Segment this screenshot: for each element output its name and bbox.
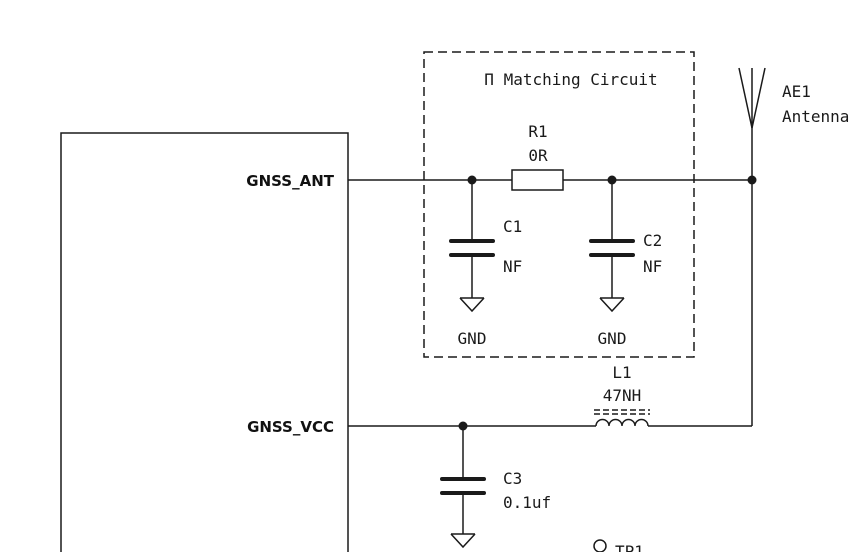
capacitor-c2: C2 NF (589, 180, 662, 298)
c2-value: NF (643, 257, 662, 276)
capacitor-c1: C1 NF (449, 180, 522, 298)
ground-symbol-c2: GND (598, 297, 627, 348)
r1-ref: R1 (528, 122, 547, 141)
c2-ref: C2 (643, 231, 662, 250)
r1-value: 0R (528, 146, 548, 165)
inductor-l1: L1 47NH (594, 363, 650, 427)
pin-label-gnss-ant: GNSS_ANT (246, 172, 334, 190)
c3-ref: C3 (503, 469, 522, 488)
l1-ref: L1 (612, 363, 631, 382)
matching-circuit-box (423, 51, 695, 358)
capacitor-c3: C3 0.1uf (440, 426, 551, 534)
ground-symbol-c1: GND (458, 297, 487, 348)
matching-circuit-title: Π Matching Circuit (484, 70, 657, 89)
c2-gnd-label: GND (598, 329, 627, 348)
ground-symbol-c3 (450, 533, 476, 549)
c1-ref: C1 (503, 217, 522, 236)
antenna-ae1: AE1 Antenna (738, 67, 849, 426)
ic-body (60, 132, 349, 552)
l1-value: 47NH (603, 386, 642, 405)
antenna-ref: AE1 (782, 82, 811, 101)
antenna-value: Antenna (782, 107, 849, 126)
c1-gnd-label: GND (458, 329, 487, 348)
tp1-ref: TP1 (615, 542, 644, 552)
pin-label-gnss-vcc: GNSS_VCC (247, 418, 334, 436)
test-point-tp1: TP1 (593, 539, 644, 552)
c3-value: 0.1uf (503, 493, 551, 512)
net-gnss-ant (348, 175, 757, 185)
net-gnss-vcc (348, 421, 752, 431)
c1-value: NF (503, 257, 522, 276)
resistor-r1: R1 0R (511, 122, 564, 191)
